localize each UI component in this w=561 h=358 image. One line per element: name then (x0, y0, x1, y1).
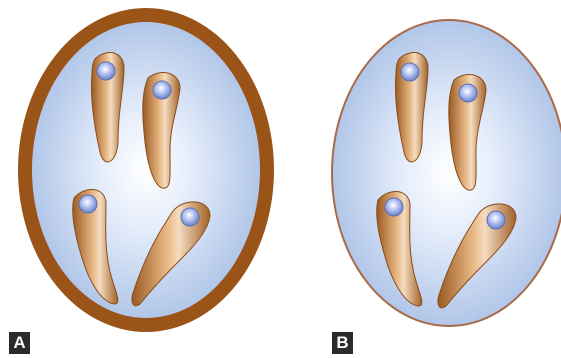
nucleus-b-4 (487, 211, 505, 229)
cyst-a (18, 8, 274, 332)
nucleus-a-3 (79, 195, 97, 213)
nucleus-b-3 (385, 198, 403, 216)
nucleus-b-1 (401, 63, 419, 81)
panel-label-b: B (332, 332, 353, 354)
nucleus-a-2 (153, 81, 171, 99)
nucleus-b-2 (459, 84, 477, 102)
nucleus-a-4 (181, 208, 199, 226)
nucleus-a-1 (97, 62, 115, 80)
cyst-b (331, 19, 561, 327)
panel-label-a: A (9, 332, 30, 354)
